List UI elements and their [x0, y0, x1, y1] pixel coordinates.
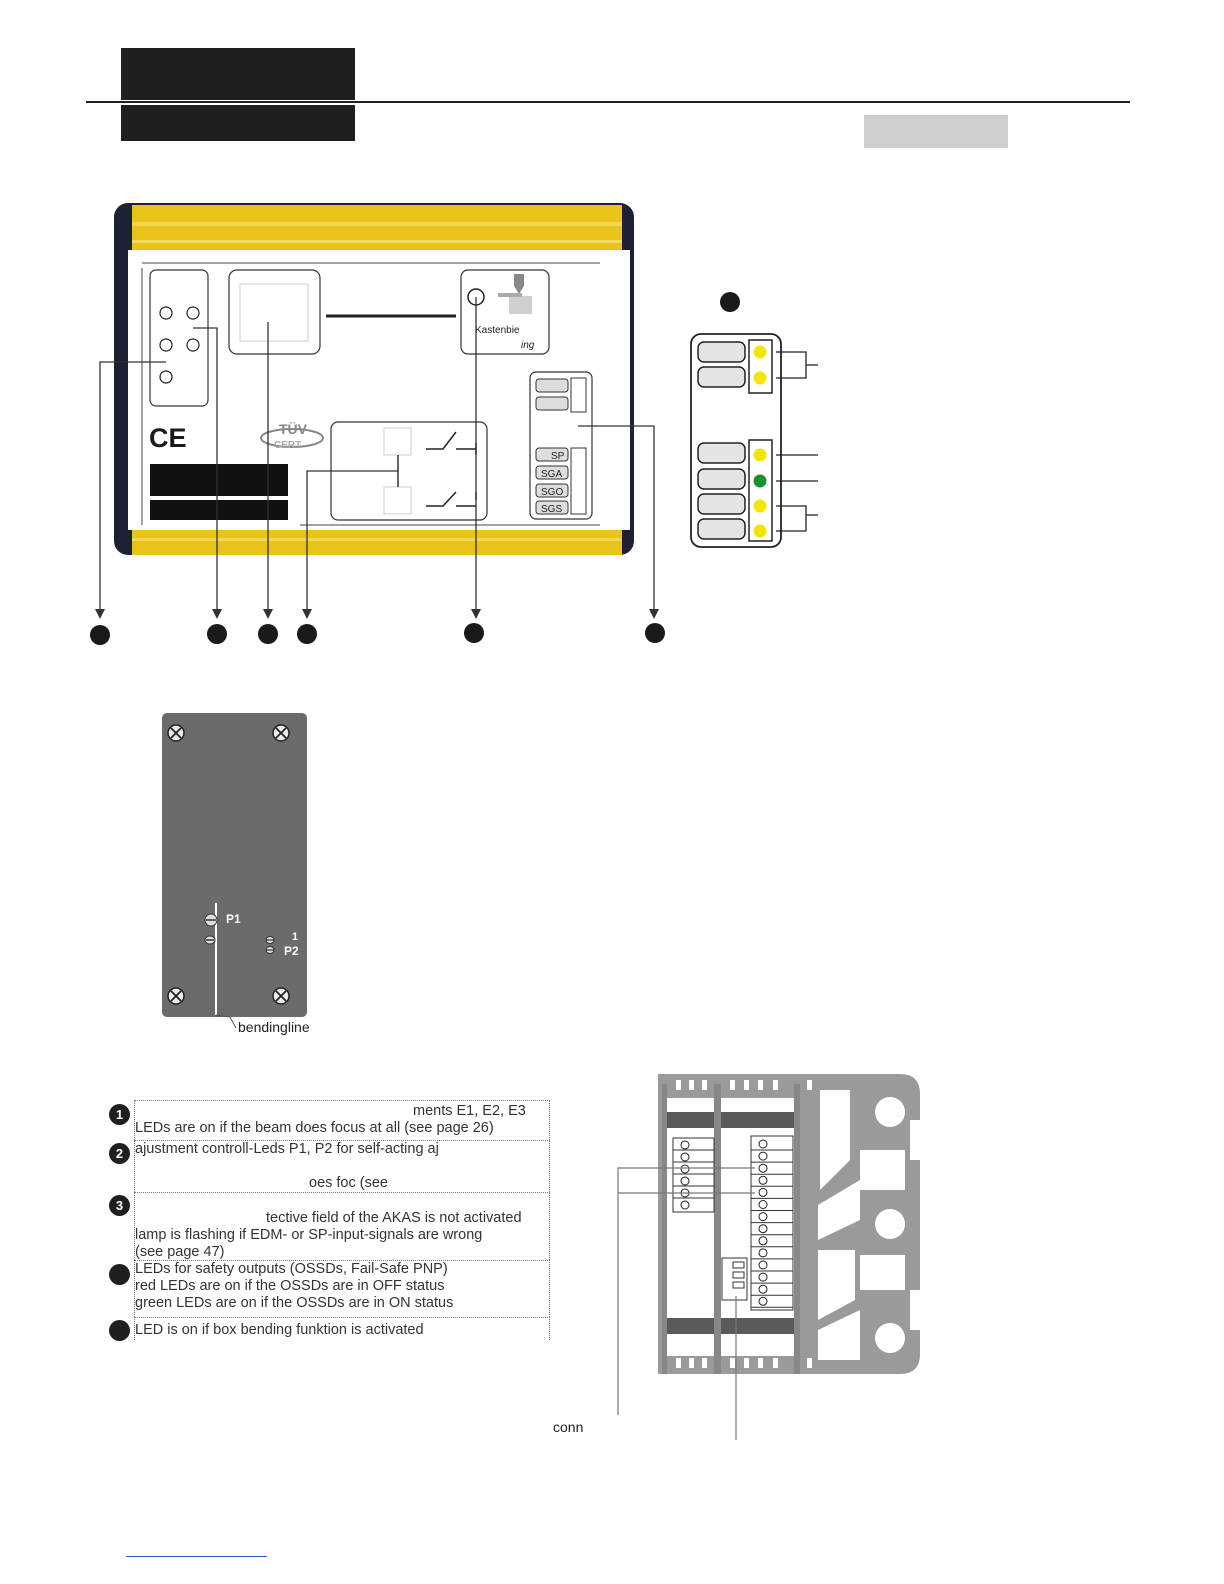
header-logo-bottom: [121, 105, 355, 141]
box-bending-panel: [460, 269, 550, 355]
port-label-sgs: SGS: [541, 504, 562, 515]
conn-label: conn: [553, 1419, 583, 1435]
status-led-3: [753, 448, 767, 462]
type-plate-bar-1: [150, 464, 288, 496]
status-led-4: [753, 474, 767, 488]
legend-row-4: LEDs for safety outputs (OSSDs, Fail-Saf…: [109, 1260, 550, 1317]
terminal-screw-icon: [758, 1212, 768, 1222]
legend-row-2: 2 ajustment controll-Leds P1, P2 for sel…: [109, 1140, 550, 1192]
status-led-6: [753, 524, 767, 538]
status-led-5: [753, 499, 767, 513]
terminal-screw-icon: [758, 1272, 768, 1282]
device-front-diagram: Kastenbie ing CE TÜV CERT SP SGA SGO SGS: [90, 203, 665, 645]
terminal-screw-icon: [758, 1163, 768, 1173]
status-led-2: [753, 371, 767, 385]
port-label-sga: SGA: [541, 469, 562, 480]
ce-mark: CE: [149, 423, 187, 453]
header-rule: [86, 101, 1130, 103]
callout-dot-d: [297, 624, 317, 644]
terminal-screw-icon: [758, 1248, 768, 1258]
board-diagram: conn: [553, 1074, 920, 1440]
header-logo-top: [121, 48, 355, 100]
terminal-screw-icon: [758, 1200, 768, 1209]
legend-row-1: 1 ments E1, E2, E3 LEDs are on if the be…: [109, 1100, 550, 1140]
callout-dot-f: [645, 623, 665, 643]
svg-text:CERT: CERT: [274, 440, 301, 451]
port-label-sp: SP: [551, 451, 565, 462]
cover-plate-diagram: P1 1 P2 bendingline: [162, 713, 310, 1035]
terminal-screw-icon: [758, 1175, 768, 1185]
led-group-e: [149, 269, 209, 407]
box-bending-label: Kastenbie: [475, 325, 520, 336]
housing-yellow-top: [132, 205, 622, 255]
bendingline-label: bendingline: [238, 1019, 310, 1035]
terminal-screw-icon: [758, 1187, 768, 1197]
one-label: 1: [292, 931, 298, 943]
svg-text:TÜV: TÜV: [279, 421, 308, 437]
status-led-1: [753, 345, 767, 359]
legend-bullet-5: [109, 1320, 130, 1341]
footer-link-underline: [126, 1556, 267, 1557]
legend-bullet-2: 2: [109, 1143, 130, 1164]
tuv-logo: [260, 428, 324, 448]
p2-label: P2: [284, 944, 299, 958]
terminal-screw-icon: [758, 1236, 768, 1246]
screw-icons: [167, 724, 290, 1005]
port-label-sgo: SGO: [541, 487, 563, 498]
callout-dot-a: [90, 625, 110, 645]
callout-dot-e: [464, 623, 484, 643]
legend-bullet-4: [109, 1264, 130, 1285]
display-window: [228, 269, 321, 355]
legend-row-5: LED is on if box bending funktion is act…: [109, 1317, 550, 1341]
terminal-screw-icon: [758, 1151, 768, 1161]
legend-table: 1 ments E1, E2, E3 LEDs are on if the be…: [109, 1100, 550, 1341]
terminal-screw-icon: [758, 1260, 768, 1270]
legend-row-3: 3 tective field of the AKAS is not activ…: [109, 1192, 550, 1260]
terminal-screw-icon: [758, 1296, 768, 1306]
led-status-panel: [690, 292, 818, 548]
terminal-screw-icon: [758, 1284, 768, 1294]
terminal-block-left: [672, 1137, 715, 1213]
terminal-screw-icon: [758, 1139, 768, 1149]
legend-bullet-3: 3: [109, 1195, 130, 1216]
p1-label: P1: [226, 912, 241, 926]
legend-bullet-1: 1: [109, 1104, 130, 1125]
callout-dot-c: [258, 624, 278, 644]
terminal-screw-icon: [758, 1224, 768, 1234]
header-page-tab: [864, 115, 1008, 148]
led-panel-callout-dot: [720, 292, 740, 312]
type-plate-bar-2: [150, 500, 288, 520]
svg-text:ing: ing: [521, 340, 535, 351]
callout-dot-b: [207, 624, 227, 644]
